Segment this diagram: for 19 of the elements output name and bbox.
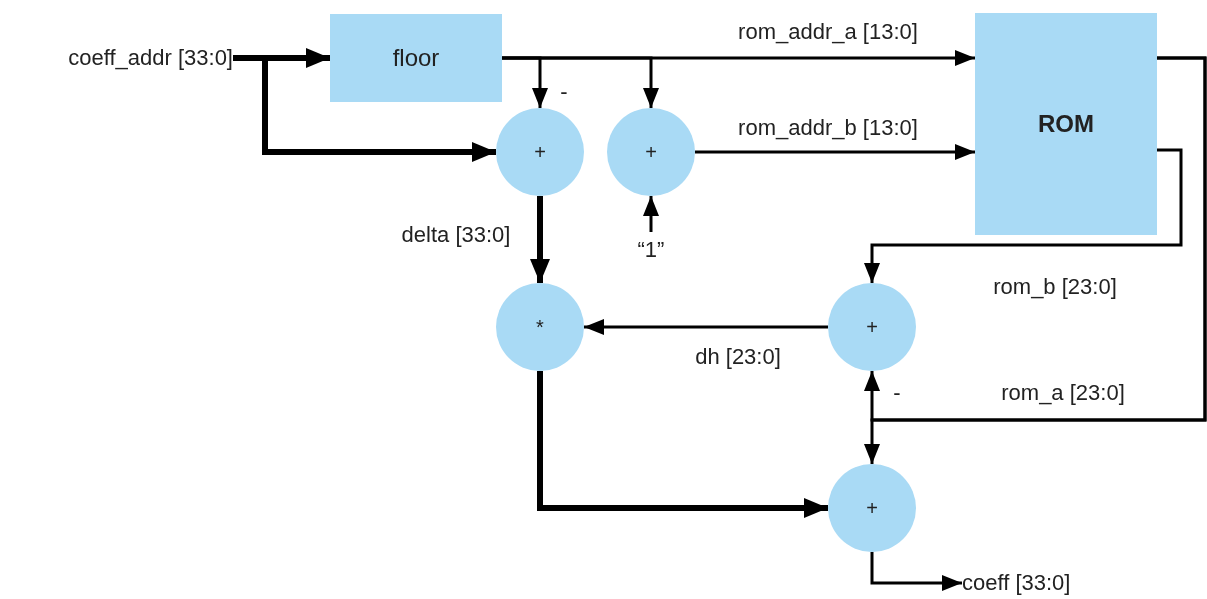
arrow xyxy=(643,196,659,232)
signal-label: coeff_addr [33:0] xyxy=(5,42,233,74)
operator-circle: + xyxy=(828,283,916,371)
arrow xyxy=(864,148,1183,283)
arrow xyxy=(870,552,962,591)
arrow xyxy=(695,144,975,160)
operator-circle: * xyxy=(496,283,584,371)
operator-circle: + xyxy=(496,108,584,196)
block-box: floor xyxy=(330,14,502,102)
arrow xyxy=(530,196,550,283)
operator-circle: + xyxy=(607,108,695,196)
arrow xyxy=(537,371,828,518)
arrow xyxy=(233,55,496,162)
operator-circle: + xyxy=(828,464,916,552)
signal-label: “1” xyxy=(621,232,681,268)
arrow xyxy=(502,56,659,108)
signal-label: coeff [33:0] xyxy=(962,566,1132,599)
block-box: ROM xyxy=(975,13,1157,235)
arrow xyxy=(584,319,828,335)
